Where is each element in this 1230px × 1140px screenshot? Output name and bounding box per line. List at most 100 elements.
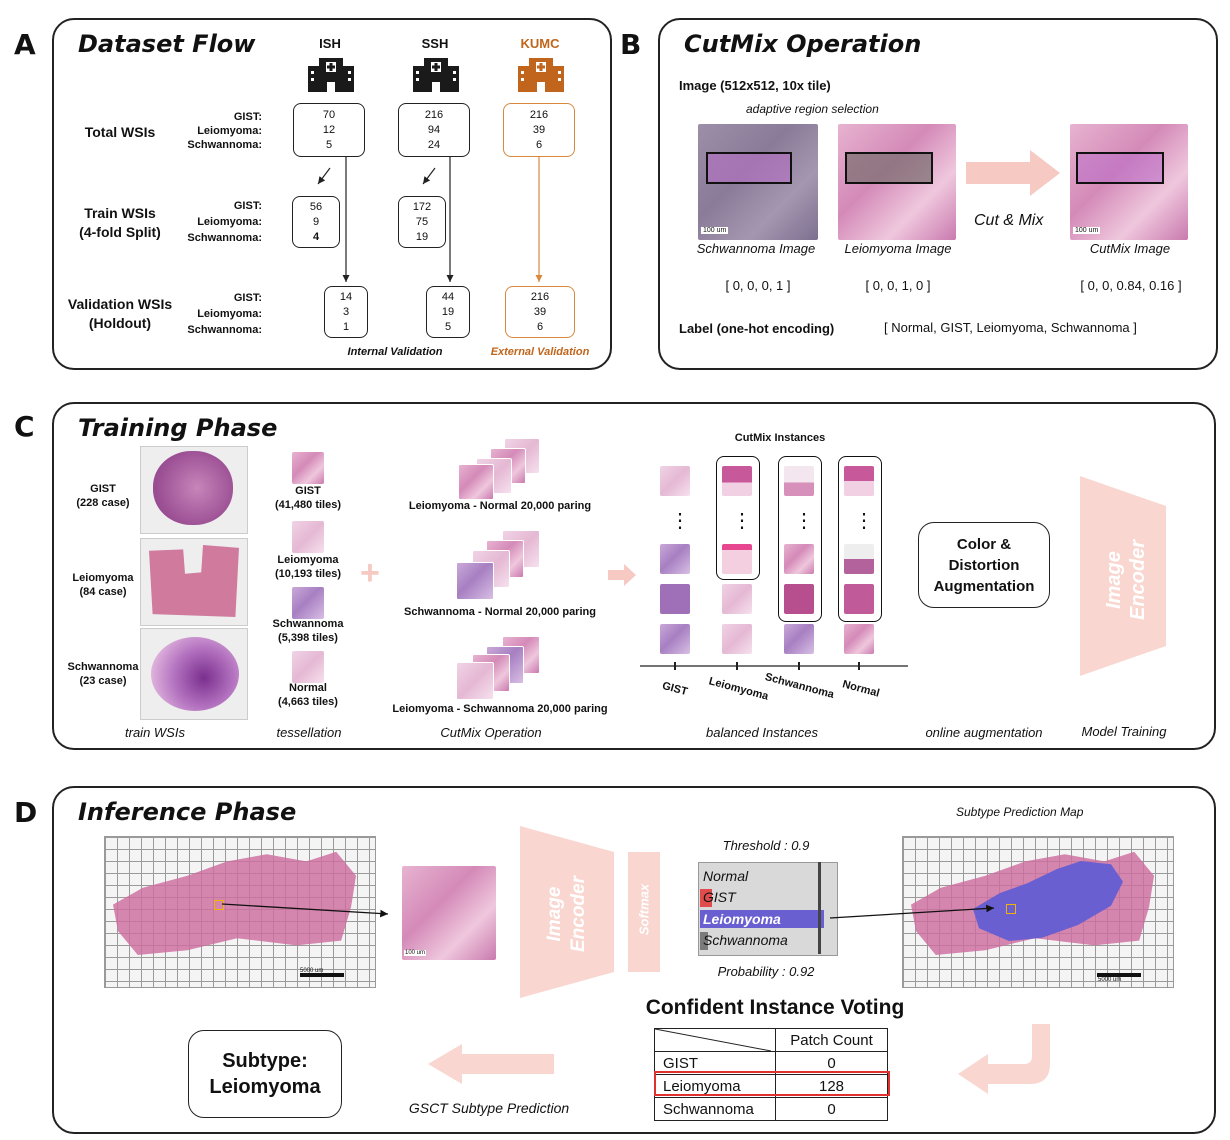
ellipsis: ⋮: [670, 510, 690, 532]
image-caption-cutmix: CutMix Image: [1089, 241, 1171, 256]
prob-bar-gist: [700, 889, 712, 907]
image-encoder-inference: [520, 826, 614, 998]
label-title: Label (one-hot encoding): [679, 321, 835, 336]
augmentation-box: Color & Distortion Augmentation: [918, 522, 1050, 608]
prediction-map-title: Subtype Prediction Map: [956, 805, 1084, 819]
count-value: 5: [444, 320, 452, 333]
class-label: Schwannoma:: [187, 139, 262, 151]
ellipsis: ⋮: [854, 510, 874, 532]
pairing-stack-1: [452, 438, 542, 500]
count-value: 216: [530, 290, 550, 303]
tile-count: (10,193 tiles): [274, 568, 342, 580]
prob-class-gist: GIST: [703, 889, 736, 905]
prob-bar-schwannoma: [700, 932, 708, 950]
label-vector-cutmix: [ 0, 0, 0.84, 0.16 ]: [1080, 278, 1182, 293]
count-box-ish-total: 70 12 5: [293, 103, 365, 157]
selected-patch-marker: [1006, 904, 1016, 914]
class-label: Schwannoma:: [187, 324, 262, 336]
table-row: Schwannoma 0: [654, 1097, 888, 1121]
tile-name: Leiomyoma: [277, 554, 339, 566]
count-value: 3: [342, 305, 350, 318]
pairing-stack-3: [452, 636, 542, 700]
count-value: 56: [309, 200, 323, 213]
prob-class-normal: Normal: [703, 868, 749, 884]
wsi-name: Schwannoma: [67, 661, 139, 673]
label-vector-leiomyoma: [ 0, 0, 1, 0 ]: [865, 278, 931, 293]
region-box: [845, 152, 933, 184]
count-value: 24: [427, 138, 441, 151]
count-value: 19: [415, 230, 429, 243]
count-box-ish-train: 56 9 4: [292, 196, 340, 248]
tile-count: (41,480 tiles): [274, 499, 342, 511]
region-caption: adaptive region selection: [746, 102, 879, 116]
wsi-count: (228 case): [76, 497, 130, 509]
instance-group-leiomyoma: [716, 456, 760, 580]
caption-tessellation: tessellation: [276, 725, 342, 740]
ellipsis: ⋮: [794, 510, 814, 532]
cut-mix-arrow: [966, 150, 1060, 196]
scale-bar-label: 100 um: [404, 950, 427, 956]
tile-label-leiomyoma: Leiomyoma (10,193 tiles): [262, 553, 354, 581]
wsi-label-leiomyoma: Leiomyoma (84 case): [62, 571, 144, 599]
class-label: Leiomyoma:: [197, 308, 262, 320]
prob-bar-leiomyoma: [700, 910, 824, 928]
panel-d-letter: D: [14, 796, 38, 829]
caption-online-augmentation: online augmentation: [925, 725, 1043, 740]
subtype-result-box: Subtype: Leiomyoma: [188, 1030, 342, 1118]
class-label: GIST:: [233, 292, 262, 304]
augmentation-line: Distortion: [948, 556, 1020, 574]
count-value: 5: [325, 138, 333, 151]
ellipsis: ⋮: [732, 510, 752, 532]
tile-count: (4,663 tiles): [278, 696, 338, 708]
class-label: GIST:: [233, 111, 262, 123]
plus-sign: +: [360, 554, 380, 592]
inference-patch: [402, 866, 496, 960]
count-value: 6: [535, 138, 543, 151]
pairing-label: Schwannoma - Normal 20,000 paring: [404, 606, 596, 618]
count-value: 1: [342, 320, 350, 333]
wsi-gist-image: [140, 446, 248, 534]
tile-name: Normal: [289, 682, 327, 694]
instance-tile: [722, 544, 752, 574]
count-value: 6: [536, 320, 544, 333]
selected-patch-marker: [214, 900, 224, 910]
hospital-icon: [413, 58, 459, 92]
caption-model-training: Model Training: [1081, 724, 1167, 739]
table-cell: Schwannoma: [654, 1097, 776, 1121]
site-ish-label: ISH: [319, 36, 341, 51]
count-value: 9: [312, 215, 320, 228]
image-caption: Image (512x512, 10x tile): [679, 78, 831, 93]
panel-b-letter: B: [620, 28, 642, 61]
row-label-total: Total WSIs: [84, 124, 156, 140]
hospital-icon: [518, 58, 564, 92]
count-box-kumc-total: 216 39 6: [503, 103, 575, 157]
instance-tile: [722, 624, 752, 654]
wsi-name: GIST: [90, 483, 116, 495]
pink-arrow-c: [608, 564, 636, 586]
instance-tile: [784, 584, 814, 614]
augmentation-line: Color &: [956, 535, 1012, 553]
encoder-word: Encoder: [1127, 539, 1149, 621]
row-label-train-sub: (4-fold Split): [79, 224, 161, 240]
tile-label-gist: GIST (41,480 tiles): [262, 484, 354, 512]
subtype-value: Leiomyoma: [209, 1076, 321, 1098]
instance-tile: [722, 466, 752, 496]
scale-bar-label: 100 um: [1073, 227, 1101, 234]
encoder-label-training: Image Encoder: [1102, 510, 1150, 650]
count-value: 75: [415, 215, 429, 228]
cutmix-instances-title: CutMix Instances: [734, 432, 826, 444]
scale-bar-label: 100 um: [701, 227, 729, 234]
probability-panel: [698, 862, 838, 956]
table-diagonal: [655, 1029, 771, 1052]
label-classes: [ Normal, GIST, Leiomyoma, Schwannoma ]: [884, 320, 1137, 335]
highlight-row: [654, 1071, 890, 1096]
panel-a-arrows: [317, 156, 543, 282]
threshold-line: [818, 862, 821, 954]
caption-train-wsis: train WSIs: [125, 725, 185, 740]
inference-wsi: [104, 836, 376, 988]
instance-tile: [722, 584, 752, 614]
panel-c-letter: C: [14, 410, 35, 443]
class-label: GIST:: [233, 200, 262, 212]
instance-group-schwannoma: [778, 456, 822, 622]
count-box-ssh-total: 216 94 24: [398, 103, 470, 157]
